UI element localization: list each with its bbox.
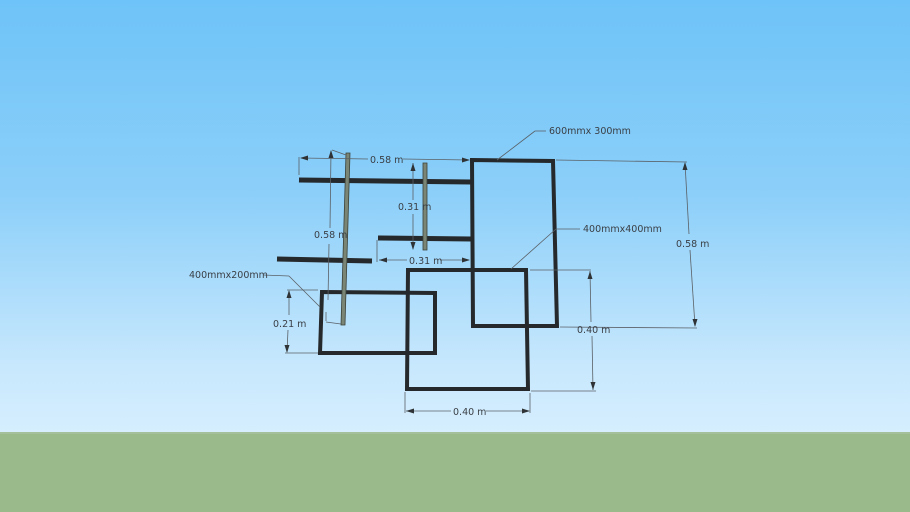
dimension-inner-width[interactable]: 0.31 m	[376, 240, 470, 267]
svg-text:0.58 m: 0.58 m	[676, 239, 709, 250]
frame-600x300[interactable]	[469, 157, 560, 328]
svg-text:600mmx 300mm: 600mmx 300mm	[549, 126, 631, 137]
svg-text:0.31 m: 0.31 m	[398, 202, 431, 213]
frame-400x200[interactable]	[317, 289, 437, 355]
dimension-medium-height[interactable]: 0.40 m	[530, 269, 610, 392]
shelf-bar-left[interactable]	[276, 256, 373, 264]
dimension-medium-width[interactable]: 0.40 m	[404, 392, 531, 418]
label-frame-600x300[interactable]: 600mmx 300mm	[496, 126, 631, 161]
svg-text:0.31 m: 0.31 m	[409, 256, 442, 267]
svg-text:0.58 m: 0.58 m	[370, 155, 403, 166]
svg-text:0.40 m: 0.40 m	[577, 325, 610, 336]
frame-400x400[interactable]	[404, 268, 531, 391]
dimension-left-height[interactable]: 0.58 m	[314, 149, 347, 301]
ground-plane	[0, 433, 910, 512]
horizon-line	[0, 432, 910, 434]
vertical-post-left[interactable]	[340, 152, 351, 326]
label-frame-400x200[interactable]: 400mmx200mm	[189, 270, 342, 325]
svg-text:0.58 m: 0.58 m	[314, 230, 347, 241]
dimension-inner-height[interactable]: 0.31 m	[398, 163, 431, 250]
svg-text:0.40 m: 0.40 m	[453, 407, 486, 418]
svg-text:400mmx200mm: 400mmx200mm	[189, 270, 268, 281]
dimension-top-width[interactable]: 0.58 m	[298, 155, 470, 175]
sky-background	[0, 0, 910, 433]
label-frame-400x400[interactable]: 400mmx400mm	[510, 224, 662, 270]
svg-text:0.21 m: 0.21 m	[273, 319, 306, 330]
shelf-bar-top[interactable]	[298, 177, 472, 185]
vertical-post-middle[interactable]	[422, 162, 428, 251]
dimension-small-height[interactable]: 0.21 m	[273, 289, 318, 354]
dimension-right-height[interactable]: 0.58 m	[555, 159, 709, 329]
svg-text:400mmx400mm: 400mmx400mm	[583, 224, 662, 235]
